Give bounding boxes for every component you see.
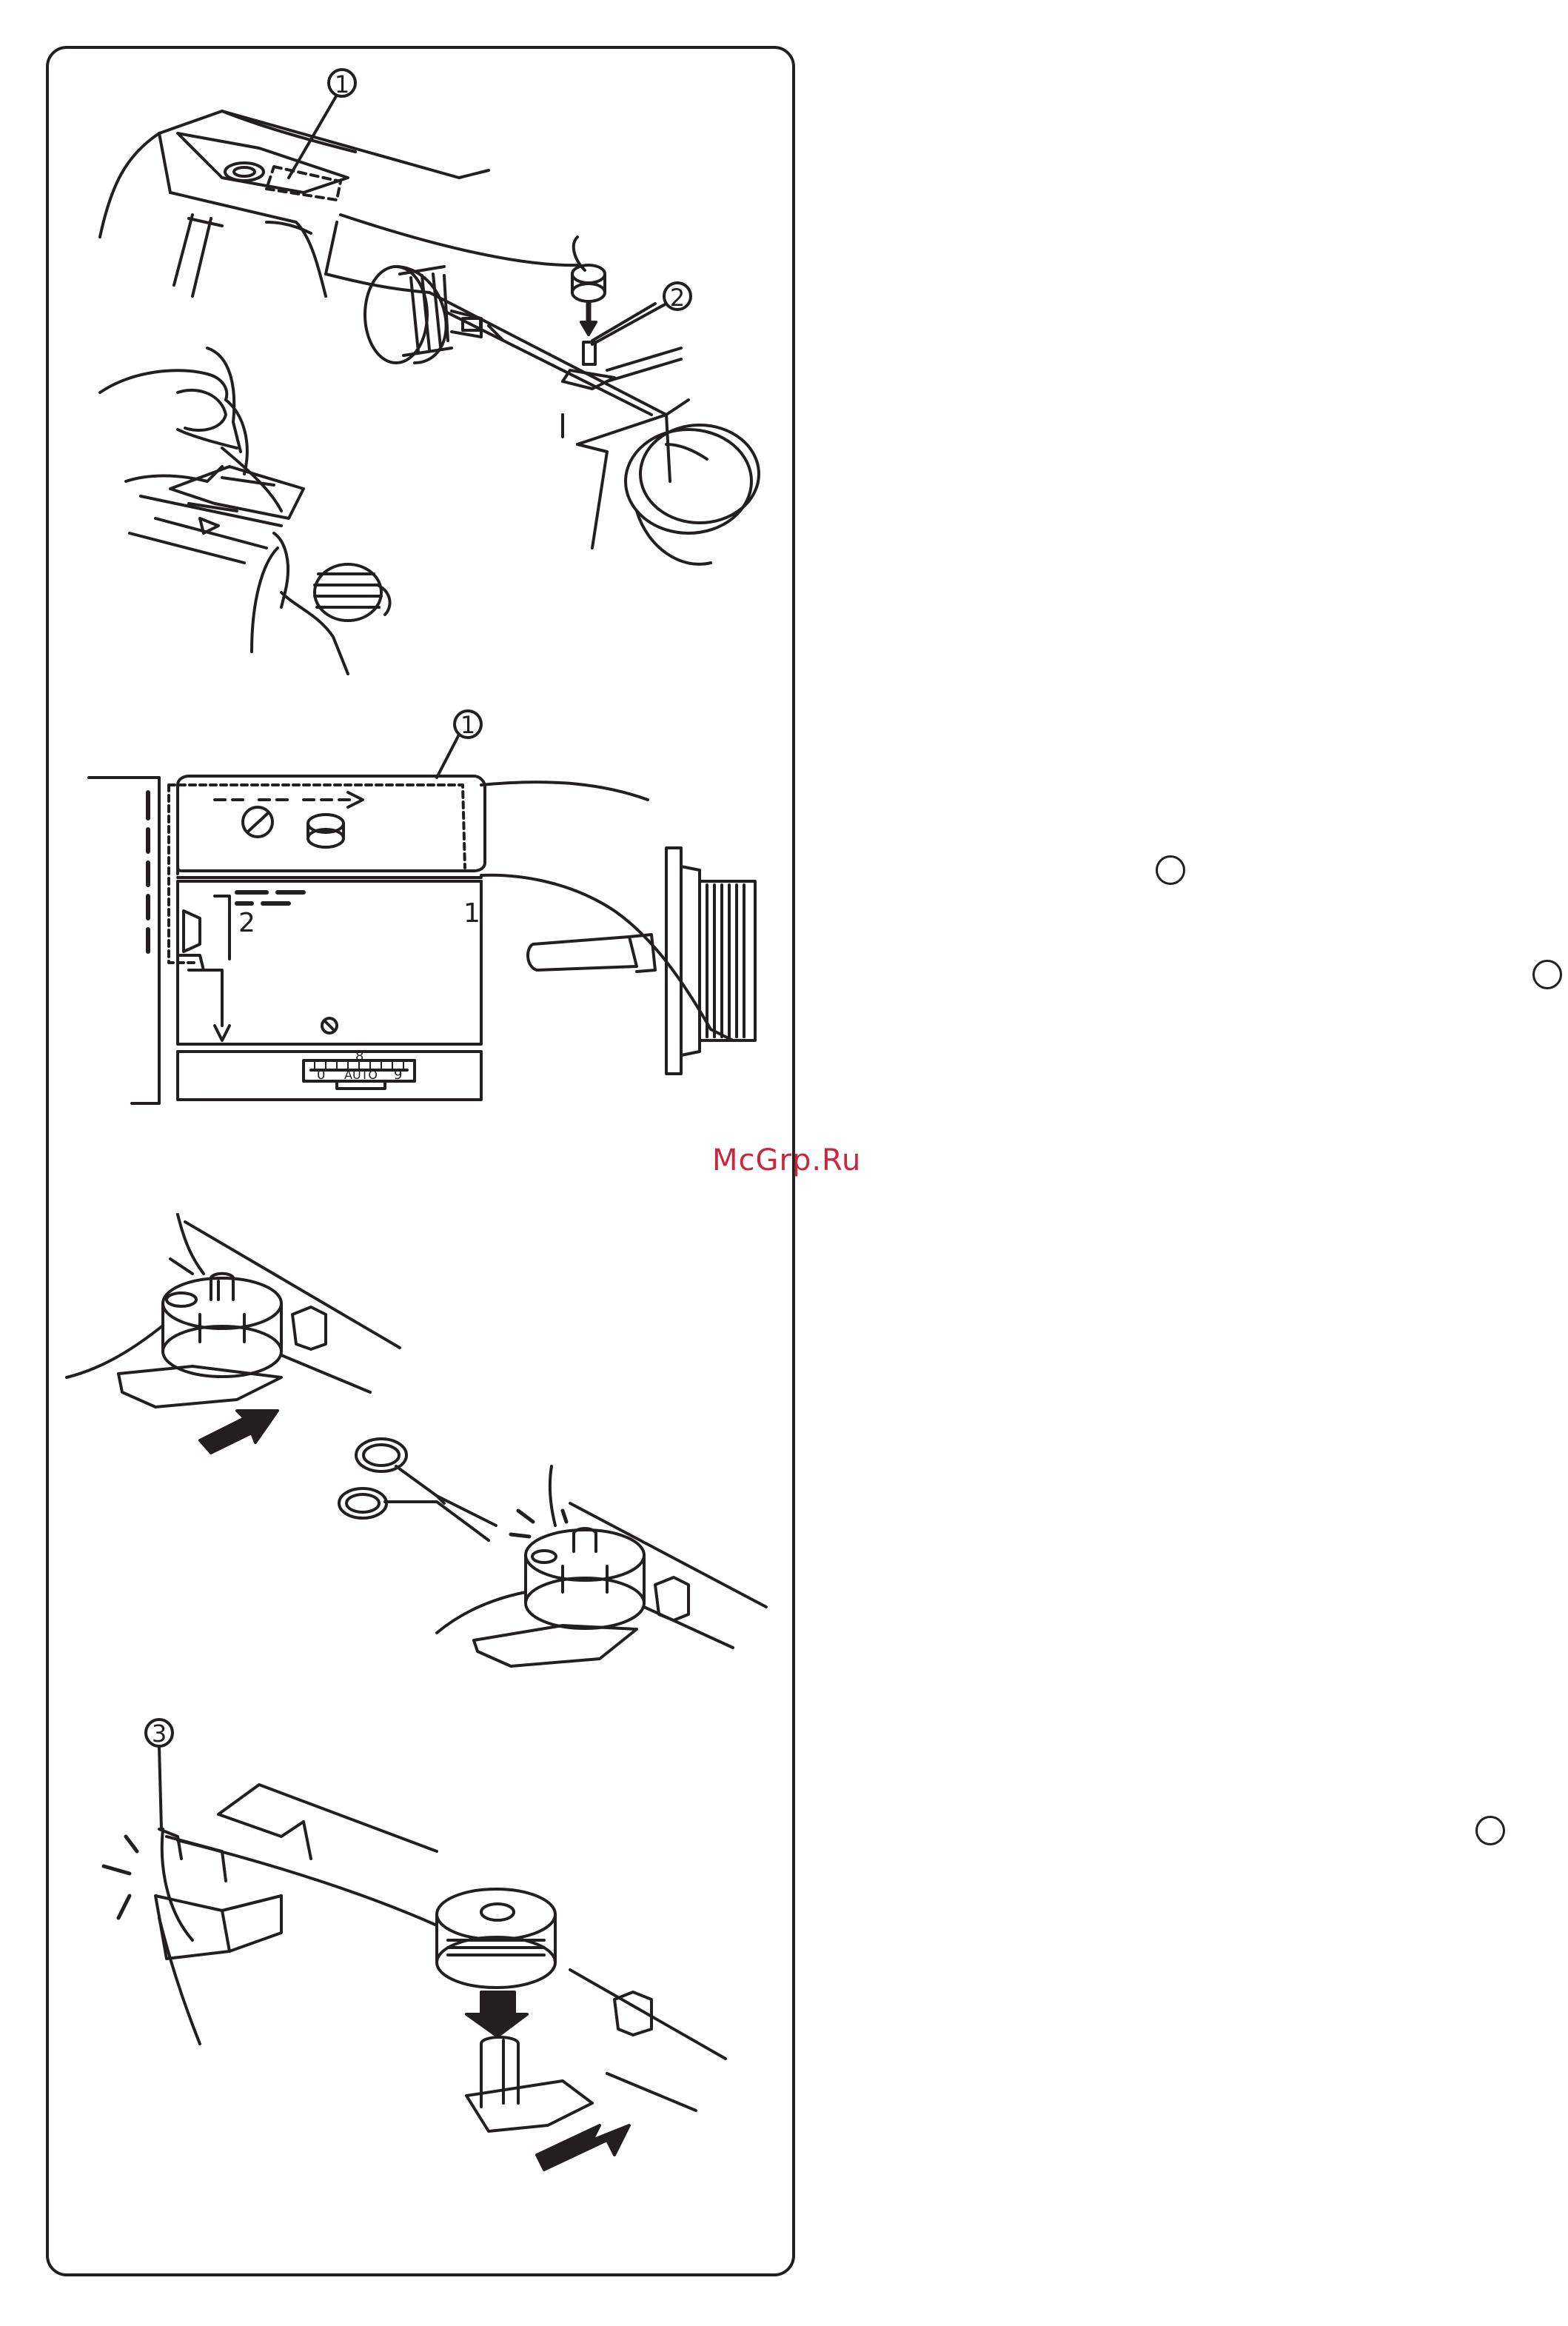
figure-scissors-cut [339, 1439, 766, 1666]
step-marker-circle [1532, 960, 1562, 989]
threading-point-label: 2 [238, 908, 255, 938]
figure-hands-threading [100, 348, 390, 674]
dial-auto: AUTO [344, 1068, 378, 1082]
figure-threading-diagram [89, 711, 755, 1103]
callout-number: 1 [335, 70, 349, 98]
figure-bobbin-remove [104, 1720, 726, 2170]
dial-top-mark: 8 [355, 1049, 363, 1064]
step-marker-circle [1475, 1816, 1505, 1845]
dial-max: 9 [394, 1067, 402, 1083]
callout-number: 2 [670, 284, 685, 312]
dial-min: 0 [317, 1067, 325, 1083]
figure-bobbin-push [67, 1214, 400, 1453]
callout-number: 1 [460, 711, 475, 739]
step-marker-circle [1156, 855, 1185, 885]
figure-machine-top [100, 70, 759, 564]
threading-point-label: 1 [463, 898, 480, 929]
callout-number: 3 [152, 1720, 167, 1748]
watermark-text: McGrp.Ru [712, 1143, 861, 1177]
